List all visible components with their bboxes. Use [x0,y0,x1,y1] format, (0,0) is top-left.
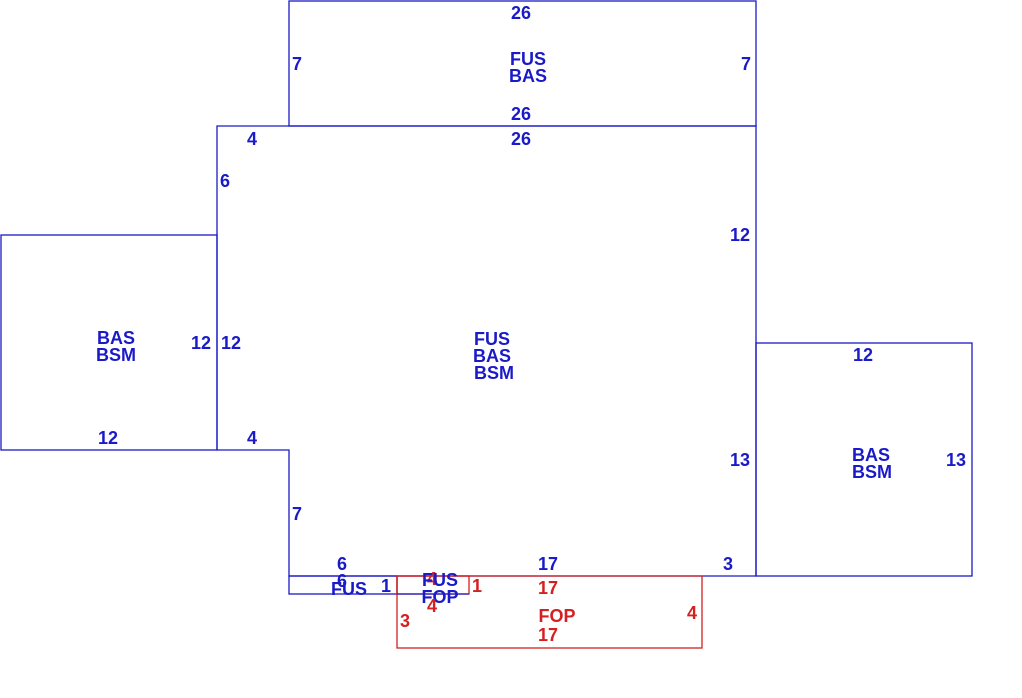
main-dim-bottom-right: 3 [723,554,733,574]
small-code-1: FUS [422,570,458,590]
porch-dim-top: 17 [538,578,558,598]
strip-dim-right: 1 [381,576,391,596]
left-dim-right: 12 [191,333,211,353]
strip-dim-top: 6 [337,554,347,574]
main-dim-right-lower: 13 [730,450,750,470]
main-code-2: BAS [473,346,511,366]
main-dim-bottom: 17 [538,554,558,574]
right-section-outline [755,342,973,577]
small-code-2: FOP [421,587,458,607]
porch-dim-right: 4 [687,603,697,623]
small-dim-right: 1 [472,576,482,596]
main-dim-left-step: 4 [247,428,257,448]
top-dim-top: 26 [511,3,531,23]
porch-dim-bottom: 17 [538,625,558,645]
top-dim-bottom: 26 [511,104,531,124]
right-code-2: BSM [852,462,892,482]
main-dim-top: 26 [511,129,531,149]
right-dim-right: 13 [946,450,966,470]
left-dim-bottom: 12 [98,428,118,448]
main-dim-left: 12 [221,333,241,353]
left-code-2: BSM [96,345,136,365]
porch-dim-left: 3 [400,611,410,631]
main-code-1: FUS [474,329,510,349]
right-dim-top: 12 [853,345,873,365]
porch-code-1: FOP [538,606,575,626]
left-code-1: BAS [97,328,135,348]
main-dim-top-left: 4 [247,129,257,149]
strip-code-1: FUS [331,579,367,599]
main-dim-left-lower: 7 [292,504,302,524]
small-dim-bottom: 4 [427,596,437,616]
main-dim-right-upper: 12 [730,225,750,245]
right-code-1: BAS [852,445,890,465]
strip-dim-inner: 6 [337,571,347,591]
top-code-2: BAS [509,66,547,86]
porch-outline [396,575,703,649]
top-dim-left: 7 [292,54,302,74]
top-dim-right: 7 [741,54,751,74]
main-code-3: BSM [474,363,514,383]
small-dim-top: 4 [427,569,437,589]
top-code-1: FUS [510,49,546,69]
main-dim-left-upper: 6 [220,171,230,191]
left-section-outline [0,234,218,451]
